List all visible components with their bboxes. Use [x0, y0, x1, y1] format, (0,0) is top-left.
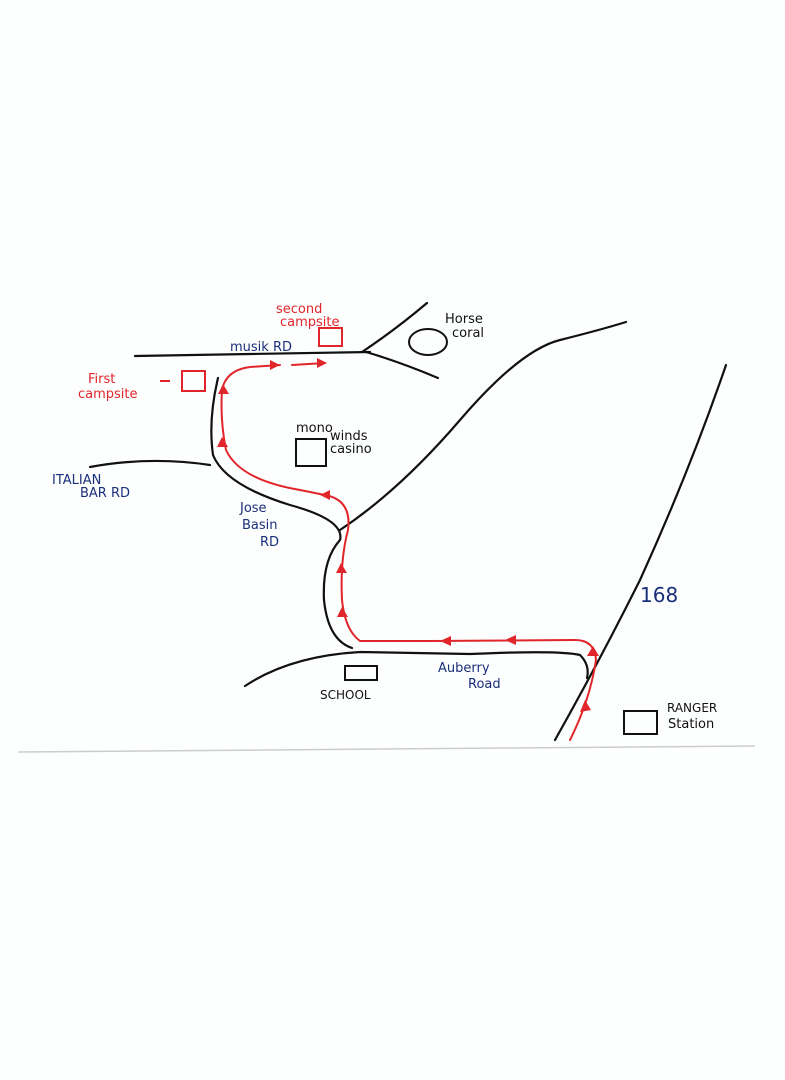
route-arrow: [505, 635, 516, 645]
route-arrow: [317, 358, 327, 368]
route-arrow: [320, 490, 330, 500]
route-arrow: [336, 563, 347, 573]
creek-line: [338, 320, 628, 532]
musik-road-label: musik RD: [230, 340, 292, 355]
road-branch-south: [364, 350, 440, 380]
ranger-station-marker: [623, 710, 658, 735]
route-arrow: [217, 437, 228, 447]
highway-168: [553, 363, 728, 742]
italian-bar-road: [88, 459, 212, 469]
horse-coral-marker: [408, 328, 448, 356]
paper-edge: [17, 745, 756, 753]
route-path: [220, 362, 598, 741]
second-campsite-marker: [318, 327, 343, 347]
casino-marker: [295, 438, 327, 467]
route-arrow: [580, 700, 591, 712]
route-arrow: [587, 646, 599, 656]
school-label: SCHOOL: [320, 688, 371, 702]
route-arrow: [440, 636, 451, 646]
route-arrow: [218, 384, 229, 394]
auberry-road: [243, 650, 589, 688]
jose-basin-road: [210, 376, 354, 650]
school-marker: [344, 665, 378, 681]
musik-road: [133, 350, 372, 358]
first-campsite-marker: [181, 370, 206, 392]
route-arrow: [270, 360, 280, 370]
highway-168-label: 168: [640, 583, 678, 607]
road-branch-north: [360, 301, 429, 354]
route-arrow: [337, 607, 348, 617]
